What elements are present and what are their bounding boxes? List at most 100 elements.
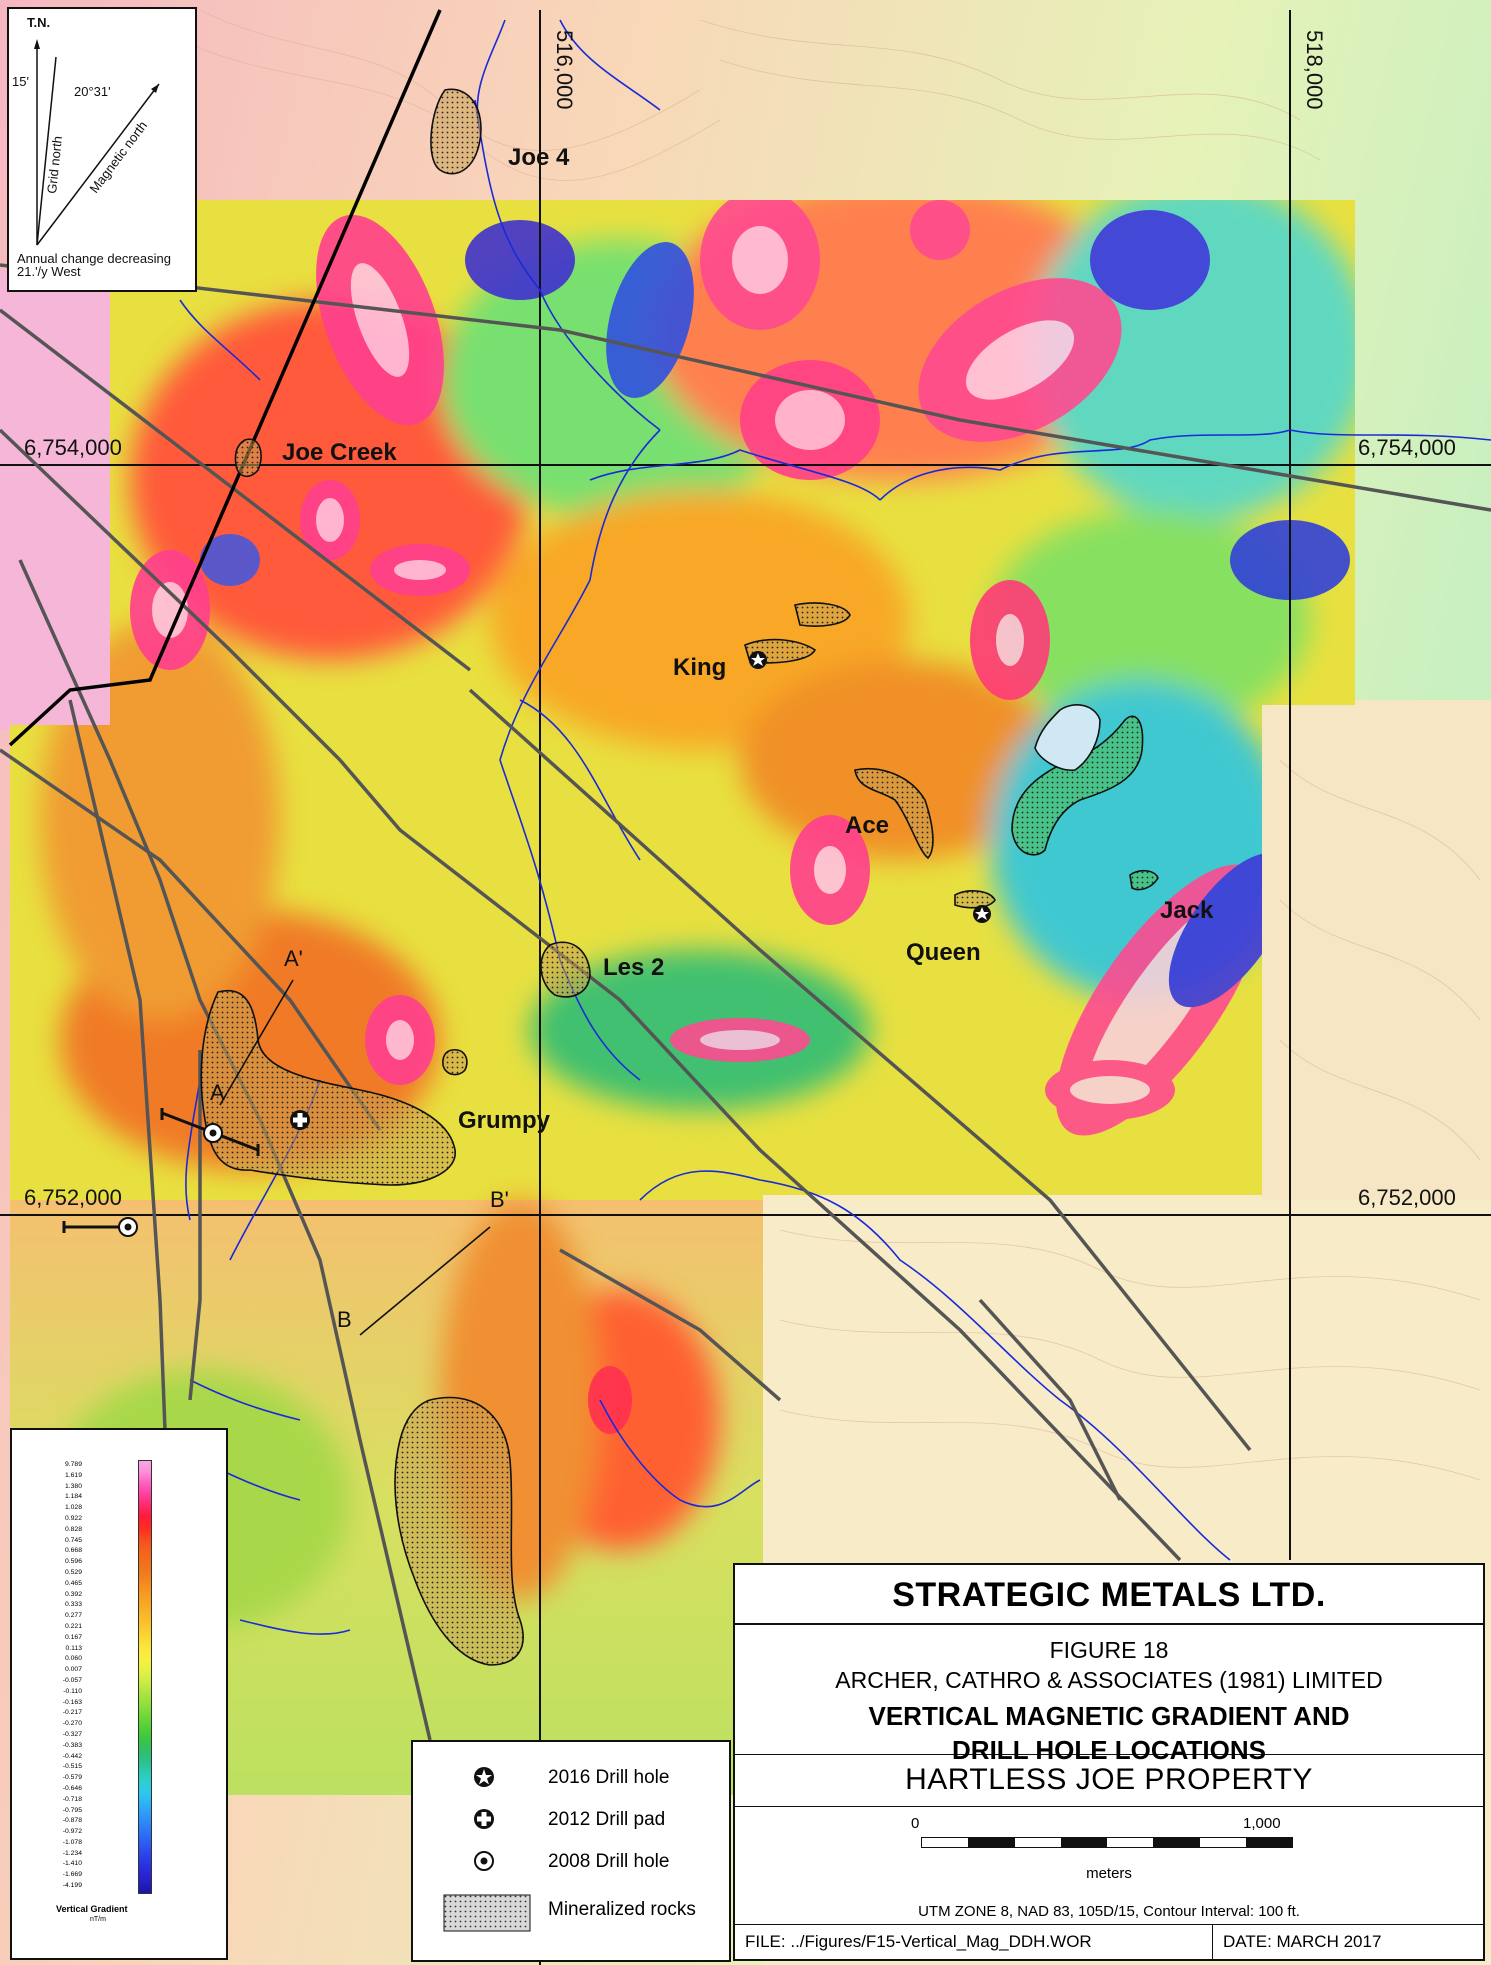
- property-name: HARTLESS JOE PROPERTY: [735, 1755, 1483, 1807]
- zone-joe4-outline: [430, 88, 482, 175]
- company-name: STRATEGIC METALS LTD.: [735, 1565, 1483, 1625]
- magnetic-north-label: Magnetic north: [86, 118, 150, 196]
- color-scale-value: -0.646: [62, 1784, 82, 1792]
- section-label-b: B: [337, 1307, 352, 1332]
- color-scale-value: -0.163: [62, 1698, 82, 1706]
- zone-joe-creek-outline: [234, 438, 262, 478]
- color-scale-value: 0.922: [64, 1514, 82, 1522]
- color-scale-value: -0.795: [62, 1806, 82, 1814]
- color-scale-value: -0.270: [62, 1720, 82, 1728]
- color-scale-value: 0.333: [64, 1601, 82, 1609]
- label-queen: Queen: [906, 939, 981, 966]
- color-scale-value: -1.234: [62, 1849, 82, 1857]
- north-arrow-box: T.N. 15' 20°31' Grid north Magnetic nort…: [7, 7, 197, 292]
- topographic-background-left: [0, 270, 110, 730]
- figure-title-line1: VERTICAL MAGNETIC GRADIENT AND: [868, 1701, 1350, 1731]
- drill-2008-grumpy: [160, 1108, 260, 1156]
- legend-item-2008-drill-hole: 2008 Drill hole: [413, 1846, 729, 1882]
- color-scale-value: 0.828: [64, 1525, 82, 1533]
- label-jack: Jack: [1160, 897, 1214, 924]
- legend-label-2008: 2008 Drill hole: [548, 1851, 670, 1872]
- color-scale-value: -1.410: [62, 1860, 82, 1868]
- lake: [1034, 704, 1101, 771]
- color-scale-value: -0.515: [62, 1763, 82, 1771]
- figure-info: FIGURE 18 ARCHER, CATHRO & ASSOCIATES (1…: [735, 1625, 1483, 1765]
- color-scale-value: -1.669: [62, 1871, 82, 1879]
- mineralized-rocks-swatch-icon: [443, 1894, 531, 1932]
- color-scale-value: -0.217: [62, 1709, 82, 1717]
- label-joe-creek: Joe Creek: [282, 439, 397, 466]
- mineralized-zones: [200, 88, 1159, 1666]
- section-label-a: A: [210, 1080, 225, 1105]
- legend-item-mineralized-rocks: Mineralized rocks: [413, 1894, 729, 1932]
- zone-south-outline: [394, 1396, 524, 1666]
- figure-date: DATE: MARCH 2017: [1223, 1932, 1382, 1951]
- scale-max-label: 1,000: [1243, 1815, 1281, 1832]
- declination-mag: 20°31': [74, 84, 111, 99]
- figure-title-line2: DRILL HOLE LOCATIONS: [952, 1735, 1266, 1765]
- zone-grumpy-outline: [200, 989, 456, 1186]
- legend-label-mineralized: Mineralized rocks: [548, 1899, 696, 1920]
- color-scale-title: Vertical Gradient: [56, 1904, 128, 1914]
- drill-holes: [62, 651, 991, 1237]
- drill-2016-queen: [973, 905, 991, 923]
- legend-label-2016: 2016 Drill hole: [548, 1767, 670, 1788]
- easting-518000: 518,000: [1302, 30, 1327, 110]
- color-scale-value: 0.392: [64, 1590, 82, 1598]
- cross-drill-pad-icon: [474, 1809, 494, 1829]
- streams: [179, 19, 1491, 1635]
- zone-small-outline: [442, 1049, 468, 1076]
- file-path: FILE: ../Figures/F15-Vertical_Mag_DDH.WO…: [735, 1925, 1213, 1959]
- color-scale-value: -0.972: [62, 1828, 82, 1836]
- color-scale-value: 0.221: [64, 1622, 82, 1630]
- northing-6754000-right: 6,754,000: [1358, 435, 1456, 460]
- annual-change-line2: 21.'/y West: [17, 264, 81, 279]
- color-scale-value: 1.028: [64, 1504, 82, 1512]
- color-scale-value: 1.184: [64, 1493, 82, 1501]
- color-scale-value: 0.060: [64, 1655, 82, 1663]
- color-scale-value: -4.199: [62, 1882, 82, 1890]
- color-scale-value: 0.277: [64, 1612, 82, 1620]
- color-scale-value: -0.442: [62, 1752, 82, 1760]
- section-label-b-prime: B': [490, 1187, 509, 1212]
- color-scale-value: -0.718: [62, 1795, 82, 1803]
- color-scale-value: 0.745: [64, 1536, 82, 1544]
- color-scale-value: 1.619: [64, 1471, 82, 1479]
- color-scale-value: 0.529: [64, 1568, 82, 1576]
- scale-section: 0 1,000 meters UTM ZONE 8, NAD 83, 105D/…: [735, 1807, 1483, 1927]
- legend-item-2012-drill-pad: 2012 Drill pad: [413, 1804, 729, 1840]
- title-footer: FILE: ../Figures/F15-Vertical_Mag_DDH.WO…: [735, 1924, 1483, 1959]
- color-scale-bar: [138, 1460, 152, 1894]
- zone-jack-outline: [1129, 869, 1159, 891]
- color-scale-value: 0.596: [64, 1558, 82, 1566]
- section-label-a-prime: A': [284, 946, 303, 971]
- label-grumpy: Grumpy: [458, 1107, 551, 1134]
- scale-zero-label: 0: [911, 1815, 920, 1832]
- color-scale-value: 9.789: [64, 1461, 82, 1468]
- color-scale-value: -0.383: [62, 1741, 82, 1749]
- zone-les2-outline: [540, 941, 591, 998]
- label-ace: Ace: [845, 812, 889, 839]
- annual-change-line1: Annual change decreasing: [17, 251, 171, 266]
- color-scale-value: 0.668: [64, 1547, 82, 1555]
- color-scale-value: 0.007: [64, 1666, 82, 1674]
- color-scale-value: 0.113: [65, 1644, 82, 1652]
- drill-2016-king: [749, 651, 767, 669]
- grid-north-label: Grid north: [44, 135, 65, 194]
- zone-king-outline: [744, 602, 851, 664]
- label-joe4: Joe 4: [508, 144, 570, 171]
- tn-label: T.N.: [27, 15, 50, 30]
- dot-drill-hole-icon: [474, 1851, 494, 1871]
- color-scale-unit: nT/m: [90, 1916, 106, 1923]
- property-boundary: [8, 9, 442, 747]
- projection-info: UTM ZONE 8, NAD 83, 105D/15, Contour Int…: [918, 1903, 1300, 1920]
- legend-label-2012: 2012 Drill pad: [548, 1809, 666, 1830]
- declination-tn: 15': [12, 74, 29, 89]
- north-arrow-icon: T.N. 15' 20°31' Grid north Magnetic nort…: [12, 15, 171, 279]
- label-king: King: [673, 654, 726, 681]
- drill-pad-2012-grumpy: [290, 1110, 310, 1130]
- zone-queen-outline: [954, 890, 996, 909]
- northing-6754000-left: 6,754,000: [24, 435, 122, 460]
